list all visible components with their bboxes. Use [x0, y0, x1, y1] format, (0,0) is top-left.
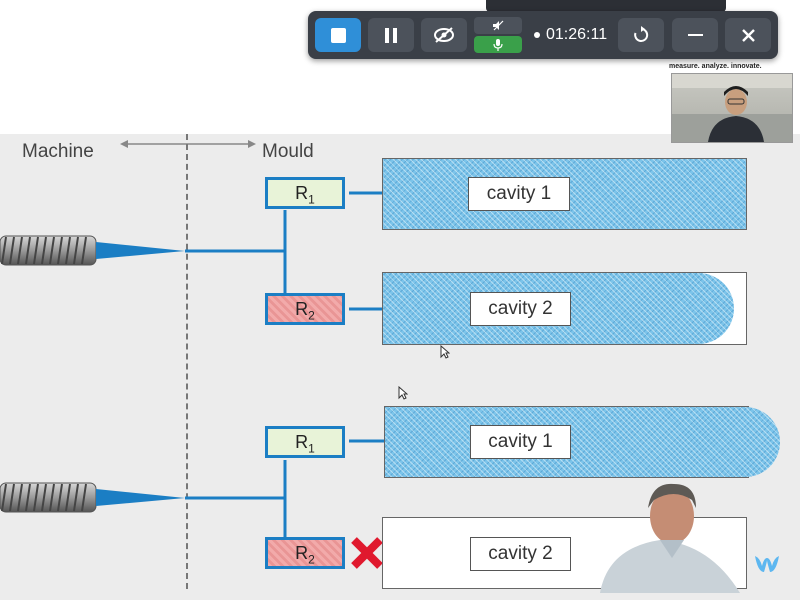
- audio-controls: [474, 17, 522, 53]
- restart-icon: [634, 26, 649, 42]
- close-icon: [741, 28, 755, 42]
- speaker-muted-icon: [493, 20, 504, 31]
- screw-top: [0, 235, 185, 266]
- mould-label: Mould: [262, 141, 314, 162]
- minimize-button[interactable]: [672, 18, 718, 52]
- microphone-button[interactable]: [474, 36, 522, 53]
- app-logo-icon: [755, 556, 779, 572]
- cavity-2-top-label: cavity 2: [470, 292, 571, 326]
- runner-r2-top: R2: [265, 293, 345, 325]
- speaker-mute-button[interactable]: [474, 17, 522, 34]
- recording-toolbar: 01:26:11: [308, 11, 778, 59]
- mouse-cursor-icon: [440, 345, 450, 359]
- runner-r2-bottom: R2: [265, 537, 345, 569]
- restart-button[interactable]: [618, 18, 664, 52]
- cavity-1-top-label: cavity 1: [468, 177, 570, 211]
- screw-bottom: [0, 482, 185, 513]
- mic-icon: [493, 38, 503, 51]
- webcam-presenter: [600, 478, 745, 593]
- webcam-participant-1: [671, 73, 793, 143]
- stop-button[interactable]: [315, 18, 361, 52]
- close-button[interactable]: [725, 18, 771, 52]
- cavity-1-bottom-fill: [385, 407, 780, 477]
- stop-icon: [330, 27, 346, 43]
- hidden-window-tab: [486, 0, 726, 12]
- cavity-2-bottom-label: cavity 2: [470, 537, 571, 571]
- machine-mould-divider: [186, 134, 188, 589]
- mouse-cursor-icon: [398, 386, 408, 400]
- blocked-x-icon: [351, 537, 383, 569]
- camera-off-icon: [434, 27, 454, 43]
- recording-dot-icon: [534, 31, 540, 38]
- minimize-icon: [687, 34, 703, 36]
- cavity-1-bottom-label: cavity 1: [470, 425, 571, 459]
- runner-r1-bottom: R1: [265, 426, 345, 458]
- pause-icon: [385, 27, 397, 43]
- double-arrow-icon: [120, 140, 256, 148]
- recording-timer: 01:26:11: [534, 11, 607, 59]
- runner-r1-top: R1: [265, 177, 345, 209]
- brand-tagline: measure. analyze. innovate.: [669, 63, 762, 70]
- machine-label: Machine: [22, 141, 94, 162]
- camera-toggle-button[interactable]: [421, 18, 467, 52]
- pause-button[interactable]: [368, 18, 414, 52]
